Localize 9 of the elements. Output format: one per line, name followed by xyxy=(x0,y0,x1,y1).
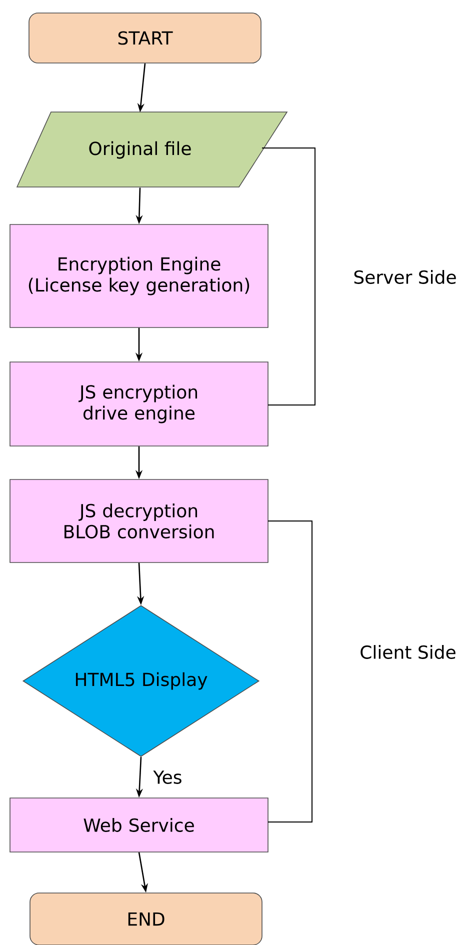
edge-label: Yes xyxy=(153,770,182,784)
side-label: Server Side xyxy=(354,270,456,284)
process-box: JS encryption drive engine xyxy=(10,362,268,446)
process-box: Web Service xyxy=(10,798,268,852)
end-terminal: END xyxy=(30,892,262,945)
process-box: JS decryption BLOB conversion xyxy=(10,479,268,563)
process-box: Encryption Engine (License key generation) xyxy=(10,224,268,328)
start-terminal: START xyxy=(28,12,262,64)
side-label: Client Side xyxy=(360,645,456,659)
